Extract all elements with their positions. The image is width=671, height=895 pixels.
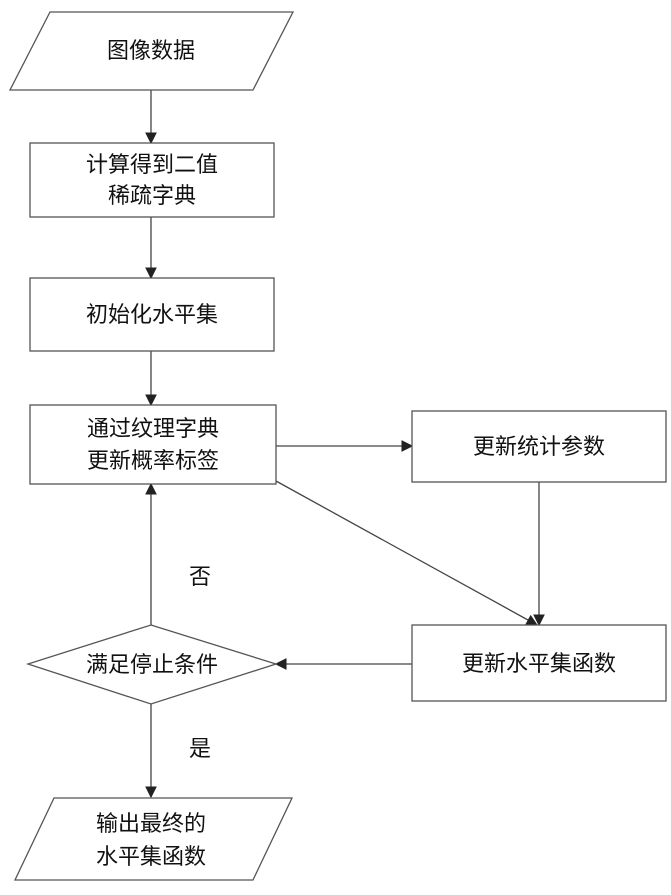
update-statistics-node [411, 410, 667, 483]
stop-condition-label: 满足停止条件 [86, 653, 218, 678]
edge-label-yes: 是 [189, 737, 211, 762]
edge-update-prob-to-level-fn [275, 480, 539, 626]
update-probability-label-line2: 更新概率标签 [87, 449, 219, 474]
output-label-line2: 水平集函数 [96, 845, 206, 870]
init-level-set-node [29, 277, 275, 352]
update-probability-label-line1: 通过纹理字典 [87, 417, 219, 442]
update-probability-node [29, 404, 277, 485]
compute-dictionary-label-line1: 计算得到二值 [86, 153, 218, 178]
compute-dictionary-label-line2: 稀疏字典 [108, 184, 196, 209]
update-level-function-node [411, 624, 667, 702]
input-data-label: 图像数据 [107, 39, 195, 64]
compute-dictionary-node [29, 142, 275, 218]
update-level-function-label: 更新水平集函数 [462, 652, 616, 677]
input-data-node [8, 11, 295, 91]
stop-condition-node [25, 624, 279, 705]
edge-label-no: 否 [189, 565, 211, 590]
output-label-line1: 输出最终的 [96, 812, 206, 837]
update-statistics-label: 更新统计参数 [473, 435, 605, 460]
init-level-set-label: 初始化水平集 [86, 303, 218, 328]
output-node [13, 797, 294, 881]
